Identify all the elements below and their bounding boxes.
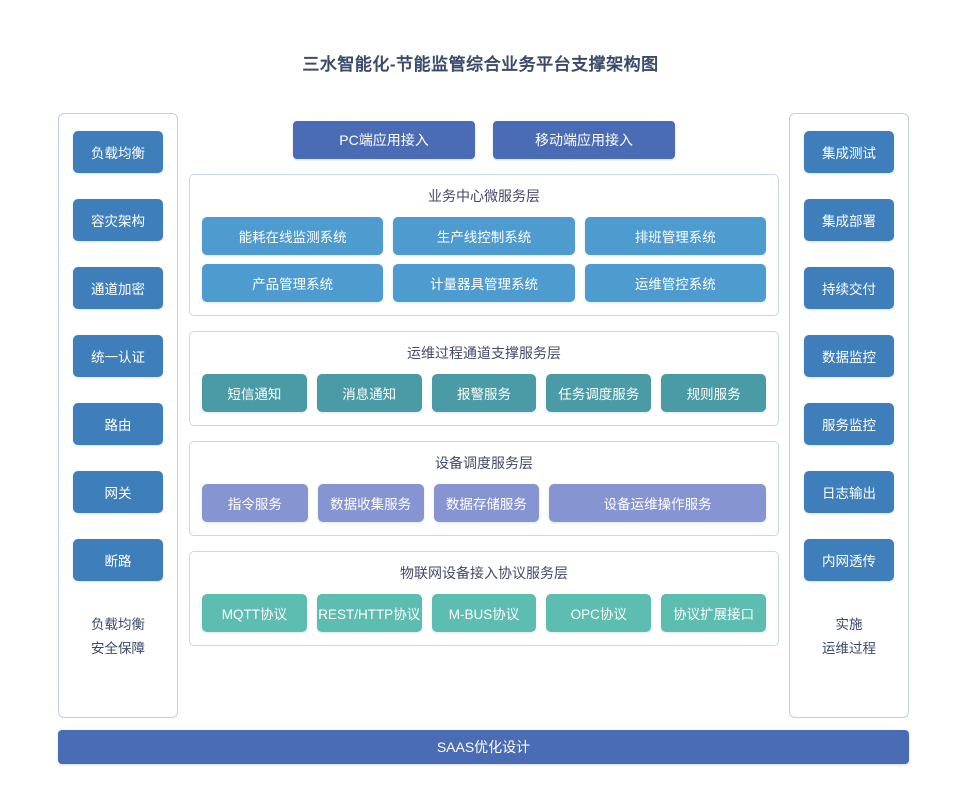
sidebar-item-disaster-recovery[interactable]: 容灾架构: [73, 199, 163, 241]
service-box-ops-control[interactable]: 运维管控系统: [584, 264, 766, 302]
sidebar-item-routing[interactable]: 路由: [73, 403, 163, 445]
layer-title: 设备调度服务层: [435, 455, 533, 471]
layer-business-center: 业务中心微服务层 能耗在线监测系统 生产线控制系统 排班管理系统 产品管理系统 …: [189, 174, 779, 316]
layer-iot-protocol-access: 物联网设备接入协议服务层 MQTT协议 REST/HTTP协议 M-BUS协议 …: [189, 551, 779, 646]
sidebar-item-gateway[interactable]: 网关: [73, 471, 163, 513]
layer-box-row: 能耗在线监测系统 生产线控制系统 排班管理系统: [202, 217, 766, 255]
page-title: 三水智能化-节能监管综合业务平台支撑架构图: [302, 55, 659, 74]
service-box-alarm-service[interactable]: 报警服务: [431, 374, 537, 412]
protocol-box-mqtt[interactable]: MQTT协议: [202, 594, 307, 632]
sidebar-item-unified-auth[interactable]: 统一认证: [73, 335, 163, 377]
layer-title: 运维过程通道支撑服务层: [407, 345, 561, 361]
left-sidebar-note-line1: 负载均衡: [91, 617, 145, 632]
service-box-product-management[interactable]: 产品管理系统: [202, 264, 384, 302]
service-box-rule-service[interactable]: 规则服务: [661, 374, 766, 412]
service-box-shift-management[interactable]: 排班管理系统: [584, 217, 766, 255]
service-box-sms-notification[interactable]: 短信通知: [202, 374, 307, 412]
pc-access-button[interactable]: PC端应用接入: [293, 121, 475, 159]
right-sidebar-note-line2: 运维过程: [822, 640, 876, 656]
sidebar-item-channel-encryption[interactable]: 通道加密: [73, 267, 163, 309]
left-sidebar-note: 负载均衡 安全保障: [91, 613, 145, 660]
sidebar-item-service-monitoring[interactable]: 服务监控: [804, 403, 894, 445]
service-box-command-service[interactable]: 指令服务: [202, 484, 308, 522]
sidebar-item-load-balance[interactable]: 负载均衡: [73, 131, 163, 173]
left-sidebar: 负载均衡 容灾架构 通道加密 统一认证 路由 网关 断路 负载均衡 安全保障: [58, 113, 178, 718]
mobile-access-button[interactable]: 移动端应用接入: [493, 121, 675, 159]
service-box-data-collection[interactable]: 数据收集服务: [317, 484, 424, 522]
center-column: PC端应用接入 移动端应用接入 业务中心微服务层 能耗在线监测系统 生产线控制系…: [189, 113, 779, 718]
left-sidebar-note-line2: 安全保障: [91, 640, 145, 656]
layer-box-row: 指令服务 数据收集服务 数据存储服务 设备运维操作服务: [202, 484, 767, 522]
application-access-row: PC端应用接入 移动端应用接入: [189, 121, 779, 159]
layer-title: 业务中心微服务层: [428, 188, 540, 204]
layer-box-row: 产品管理系统 计量器具管理系统 运维管控系统: [202, 264, 766, 302]
sidebar-item-integration-deploy[interactable]: 集成部署: [804, 199, 894, 241]
right-sidebar-note-line1: 实施: [835, 617, 863, 632]
sidebar-item-intranet-tunnel[interactable]: 内网透传: [804, 539, 894, 581]
protocol-box-opc[interactable]: OPC协议: [546, 594, 652, 632]
service-box-production-line[interactable]: 生产线控制系统: [393, 217, 575, 255]
service-box-metering-devices[interactable]: 计量器具管理系统: [393, 264, 575, 302]
protocol-box-extension-api[interactable]: 协议扩展接口: [661, 594, 766, 632]
protocol-box-rest-http[interactable]: REST/HTTP协议: [316, 594, 422, 632]
layer-box-row: 短信通知 消息通知 报警服务 任务调度服务 规则服务: [202, 374, 766, 412]
service-box-energy-monitoring[interactable]: 能耗在线监测系统: [202, 217, 384, 255]
protocol-box-mbus[interactable]: M-BUS协议: [431, 594, 537, 632]
layer-device-scheduling: 设备调度服务层 指令服务 数据收集服务 数据存储服务 设备运维操作服务: [189, 441, 779, 536]
service-box-task-scheduling[interactable]: 任务调度服务: [546, 374, 652, 412]
sidebar-item-data-monitoring[interactable]: 数据监控: [804, 335, 894, 377]
layer-box-row: MQTT协议 REST/HTTP协议 M-BUS协议 OPC协议 协议扩展接口: [202, 594, 766, 632]
layer-title: 物联网设备接入协议服务层: [400, 565, 568, 581]
saas-optimization-bar[interactable]: SAAS优化设计: [58, 730, 909, 764]
layer-ops-channel-support: 运维过程通道支撑服务层 短信通知 消息通知 报警服务 任务调度服务 规则服务: [189, 331, 779, 426]
service-box-message-notification[interactable]: 消息通知: [316, 374, 422, 412]
right-sidebar: 集成测试 集成部署 持续交付 数据监控 服务监控 日志输出 内网透传 实施 运维…: [789, 113, 909, 718]
sidebar-item-continuous-delivery[interactable]: 持续交付: [804, 267, 894, 309]
sidebar-item-log-output[interactable]: 日志输出: [804, 471, 894, 513]
service-box-device-ops-operation[interactable]: 设备运维操作服务: [549, 484, 767, 522]
sidebar-item-circuit-breaker[interactable]: 断路: [73, 539, 163, 581]
service-box-data-storage[interactable]: 数据存储服务: [433, 484, 540, 522]
right-sidebar-note: 实施 运维过程: [822, 613, 876, 660]
sidebar-item-integration-test[interactable]: 集成测试: [804, 131, 894, 173]
